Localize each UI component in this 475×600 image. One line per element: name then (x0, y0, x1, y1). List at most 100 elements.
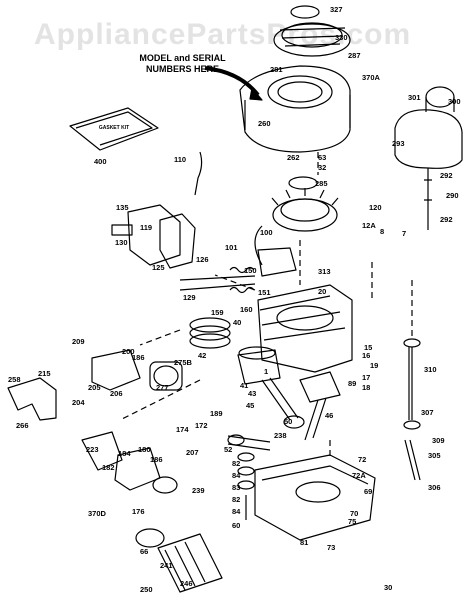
valve-assembly-part (179, 266, 256, 294)
part-number-82: 84 (232, 507, 241, 516)
washer-stack-part (237, 452, 255, 520)
part-number-10: 290 (446, 191, 459, 200)
callout-arrow (204, 66, 260, 97)
carburetor-body-part (111, 204, 196, 269)
part-number-85: 73 (327, 543, 335, 552)
part-number-58: 17 (362, 373, 370, 382)
part-number-93: 246 (180, 579, 193, 588)
part-number-1: 330 (335, 33, 348, 42)
piston-part (237, 346, 281, 385)
part-number-12: 262 (287, 153, 300, 162)
part-number-9: 292 (440, 171, 453, 180)
part-number-31: 129 (183, 293, 196, 302)
part-number-5: 260 (258, 119, 271, 128)
part-number-21: 110 (174, 155, 186, 164)
part-number-67: 223 (86, 445, 99, 454)
part-number-2: 287 (348, 51, 361, 60)
gasket-kit-part (69, 107, 159, 151)
part-number-95: 238 (274, 431, 287, 440)
part-number-56: 16 (362, 351, 370, 360)
callout-line1: MODEL and SERIAL (139, 53, 226, 63)
leader-lines (119, 152, 413, 460)
part-number-37: 20 (318, 287, 326, 296)
part-number-35: 40 (233, 318, 241, 327)
part-number-54: 45 (246, 401, 254, 410)
part-number-68: 182 (102, 463, 115, 472)
part-number-64: 309 (432, 436, 445, 445)
part-number-86: 75 (348, 517, 356, 526)
governor-rod-part (194, 151, 203, 196)
part-number-60: 89 (348, 379, 356, 388)
part-number-75: 176 (132, 507, 145, 516)
part-number-48: 266 (16, 421, 29, 430)
callout-line2: NUMBERS HERE (145, 64, 219, 74)
part-number-17: 12A (362, 221, 376, 230)
recoil-starter-part (273, 5, 351, 57)
part-number-32: 159 (211, 308, 224, 317)
part-number-39: 200 (122, 347, 135, 356)
part-number-44: 204 (72, 398, 85, 407)
connecting-rod-part (261, 377, 299, 421)
fuel-line-part (424, 168, 432, 230)
part-number-29: 313 (318, 267, 331, 276)
camshaft-part (227, 434, 271, 451)
part-number-51: 189 (210, 409, 223, 418)
part-number-71: 186 (150, 455, 163, 464)
part-number-61: 46 (325, 411, 333, 420)
part-number-76: 1 (264, 367, 268, 376)
part-number-77: 52 (224, 445, 232, 454)
part-number-50: 172 (195, 421, 208, 430)
part-number-41: 275B (174, 358, 193, 367)
part-number-7: 300 (448, 97, 461, 106)
piston-rings-part (189, 317, 231, 349)
dipstick-part (403, 338, 421, 481)
ignition-module-part (254, 225, 297, 277)
part-number-3: 281 (270, 65, 283, 74)
part-number-15: 285 (315, 179, 328, 188)
part-number-87: 72 (358, 455, 366, 464)
part-number-97: 30 (384, 583, 392, 592)
part-number-74: 370D (88, 509, 107, 518)
part-number-25: 119 (140, 223, 152, 232)
part-number-45: 206 (110, 389, 123, 398)
flywheel-part (271, 176, 339, 232)
lower-carburetor-part (81, 431, 178, 494)
part-number-8: 293 (392, 139, 405, 148)
part-number-18: 8 (380, 227, 384, 236)
part-number-20: 400 (94, 157, 107, 166)
part-number-96: 50 (284, 417, 292, 426)
part-number-43: 205 (88, 383, 101, 392)
air-cleaner-part (91, 349, 183, 391)
part-number-27: 150 (244, 266, 257, 275)
part-number-47: 258 (8, 375, 21, 384)
part-number-81: 82 (232, 495, 240, 504)
part-number-38: 209 (72, 337, 85, 346)
part-number-91: 66 (140, 547, 148, 556)
part-number-6: 301 (408, 93, 421, 102)
part-number-90: 70 (350, 509, 358, 518)
part-number-89: 69 (364, 487, 372, 496)
muffler-guard-part (7, 377, 57, 421)
part-number-23: 130 (115, 238, 128, 247)
part-number-65: 305 (428, 451, 441, 460)
part-number-66: 306 (428, 483, 441, 492)
part-number-70: 180 (138, 445, 151, 454)
part-number-59: 18 (362, 383, 370, 392)
part-number-19: 7 (402, 229, 406, 238)
blower-housing-part (239, 65, 351, 153)
part-number-83: 60 (232, 521, 240, 530)
part-number-57: 19 (370, 361, 378, 370)
part-number-84: 81 (300, 538, 308, 547)
part-number-63: 307 (421, 408, 434, 417)
part-number-49: 174 (176, 425, 189, 434)
part-number-11: 292 (440, 215, 453, 224)
part-number-34: 160 (240, 305, 253, 314)
part-number-13: 63 (318, 153, 326, 162)
part-number-46: 277 (156, 383, 169, 392)
crankshaft-part (299, 371, 341, 441)
part-number-55: 15 (364, 343, 372, 352)
part-number-94: 250 (140, 585, 153, 594)
gasket-kit-text: GASKET KIT (99, 125, 129, 131)
